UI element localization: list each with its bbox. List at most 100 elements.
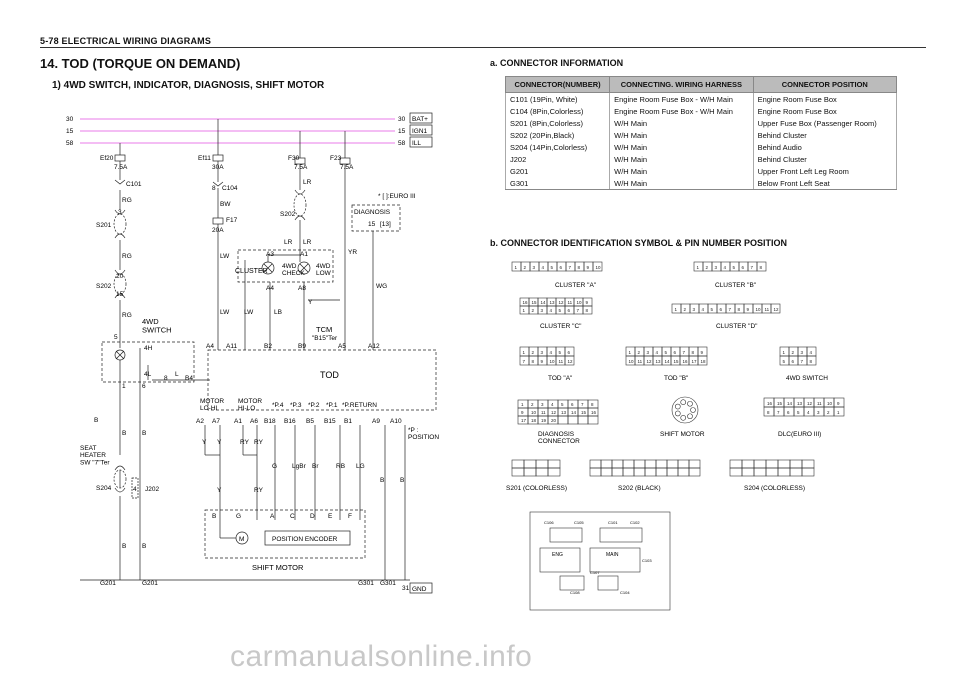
pin-j202: 4 (133, 486, 137, 493)
cell-connector: G301 (504, 177, 611, 190)
svg-text:1: 1 (675, 307, 678, 312)
wire-b5: B (142, 543, 146, 550)
motor-pin-g: G (236, 513, 241, 520)
cell-position: Engine Room Fuse Box (752, 92, 898, 105)
shift-motor-pin (680, 399, 687, 406)
svg-text:10: 10 (577, 300, 583, 305)
wire-b7: B (400, 477, 404, 484)
tod-pin-b18: B18 (264, 418, 276, 425)
svg-text:10: 10 (596, 265, 602, 270)
motor-pin-a: A (270, 513, 275, 520)
tod-pin-a7: A7 (212, 418, 220, 425)
tod-pin-a6: A6 (250, 418, 258, 425)
wire-b6: B (380, 477, 384, 484)
tod-pin-a10: A10 (390, 418, 402, 425)
j202-label: J202 (145, 486, 159, 493)
svg-text:12: 12 (774, 307, 780, 312)
svg-text:6: 6 (568, 308, 571, 313)
svg-text:15: 15 (532, 300, 538, 305)
svg-text:1: 1 (521, 402, 524, 407)
cluster-a4: A4 (266, 285, 274, 292)
cell-connector: C104 (8Pin,Colorless) (504, 105, 611, 117)
wire-wg: WG (376, 283, 387, 290)
svg-text:6: 6 (560, 265, 563, 270)
pin-s202a: 20 (116, 273, 124, 280)
tod-pin-b16: B16 (284, 418, 296, 425)
wire-lgbr: LgBr (292, 463, 307, 470)
svg-text:16: 16 (683, 359, 689, 364)
wire-b2: B (122, 430, 126, 437)
svg-text:12: 12 (559, 300, 565, 305)
tod-pin-a11: A11 (226, 343, 237, 350)
line15-right: 15 (398, 128, 406, 135)
col-connector: CONNECTOR(NUMBER) (504, 76, 611, 93)
ground-31-right: 31 (402, 585, 410, 592)
wire-lw1: LW (220, 253, 230, 260)
svg-text:11: 11 (568, 300, 573, 305)
svg-text:9: 9 (837, 401, 840, 406)
tcm-label: TCM (316, 325, 332, 334)
s204-pins (729, 459, 815, 477)
cluster-a8: A8 (298, 285, 306, 292)
svg-text:9: 9 (521, 410, 524, 415)
svg-text:15: 15 (581, 410, 587, 415)
svg-text:7: 7 (801, 359, 804, 364)
svg-text:11: 11 (559, 359, 564, 364)
g301a: G301 (358, 580, 374, 587)
svg-text:2: 2 (638, 350, 641, 355)
svg-text:14: 14 (665, 359, 671, 364)
wire-g: G (272, 463, 277, 470)
connector-info-title: a. CONNECTOR INFORMATION (490, 58, 624, 68)
svg-text:2: 2 (684, 307, 687, 312)
cell-connector: G201 (504, 165, 611, 177)
svg-text:18: 18 (531, 418, 537, 423)
svg-text:12: 12 (568, 359, 574, 364)
ign-label: IGN1 (412, 128, 428, 135)
svg-text:3: 3 (647, 350, 650, 355)
g301b: G301 (380, 580, 396, 587)
diag-pin-euro: [13] (380, 221, 391, 228)
svg-text:16: 16 (523, 300, 529, 305)
svg-text:9: 9 (541, 359, 544, 364)
tod-pin-a4: A4 (206, 343, 214, 350)
svg-text:3: 3 (801, 350, 804, 355)
svg-text:15: 15 (777, 401, 783, 406)
diag-pin: 15 (368, 221, 376, 228)
cell-harness: W/H Main (609, 141, 754, 153)
fb-c103: C103 (642, 558, 652, 563)
table-row: C101 (19Pin, White)Engine Room Fuse Box … (504, 92, 898, 105)
shift-motor-pin (690, 407, 696, 413)
g201a: G201 (100, 580, 116, 587)
line15-left: 15 (66, 128, 74, 135)
pin-s201: 3 (118, 209, 122, 216)
euro-note: * [ ]:EURO III (378, 193, 416, 200)
svg-text:6: 6 (571, 402, 574, 407)
wire-lr2: LR (284, 239, 293, 246)
position-encoder: POSITION ENCODER (272, 536, 338, 543)
svg-text:12: 12 (807, 401, 813, 406)
tod-b-label: TOD "B" (664, 375, 689, 382)
c104-pin: 8 (212, 185, 216, 192)
svg-text:1: 1 (697, 265, 700, 270)
motor-pin-d: D (310, 513, 315, 520)
cluster-d-label: CLUSTER "D" (716, 323, 758, 330)
svg-text:18: 18 (701, 359, 707, 364)
svg-text:7: 7 (569, 265, 572, 270)
svg-text:14: 14 (541, 300, 547, 305)
f17-label: F17 (226, 217, 238, 224)
svg-text:4: 4 (702, 307, 705, 312)
svg-text:7: 7 (577, 308, 580, 313)
svg-text:16: 16 (767, 401, 773, 406)
wire-ry2: RY (254, 439, 264, 446)
cell-position: Upper Front Left Leg Room (752, 165, 898, 177)
cell-connector: C101 (19Pin, White) (504, 92, 611, 105)
svg-text:9: 9 (747, 307, 750, 312)
connector-pinouts: CLUSTER "A" CLUSTER "B" CLUSTER "C" CLUS… (506, 261, 845, 611)
svg-text:11: 11 (817, 401, 822, 406)
switch-4wd-label: 4WD SWITCH (786, 375, 828, 382)
shift-motor-conn-label: SHIFT MOTOR (660, 431, 705, 438)
